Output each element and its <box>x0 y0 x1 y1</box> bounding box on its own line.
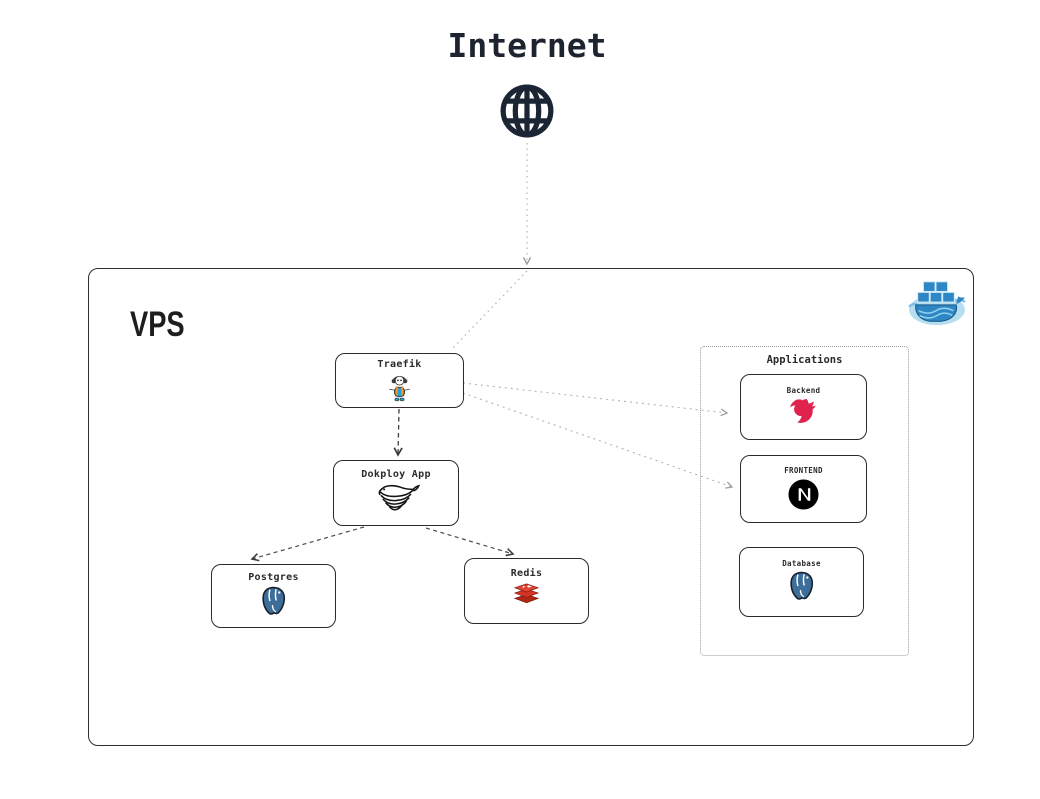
node-traefik-label: Traefik <box>377 359 422 370</box>
node-redis-label: Redis <box>510 568 543 579</box>
node-dokploy-label: Dokploy App <box>361 469 431 480</box>
traefik-mascot-icon <box>389 375 410 402</box>
node-database-label: Database <box>782 559 821 568</box>
postgresql-elephant-icon <box>262 586 286 615</box>
applications-group[interactable]: Applications Backend FRONTEND Database <box>700 346 909 656</box>
node-traefik[interactable]: Traefik <box>335 353 464 408</box>
docker-logo-icon <box>908 281 966 326</box>
nestjs-logo-icon <box>789 399 816 423</box>
redis-stack-icon <box>513 583 540 604</box>
node-postgres-label: Postgres <box>248 572 299 583</box>
dokploy-whale-icon <box>378 484 420 511</box>
node-postgres[interactable]: Postgres <box>211 564 336 628</box>
vps-container[interactable]: VPS Traefik <box>88 268 974 746</box>
internet-title: Internet <box>447 26 607 65</box>
node-frontend-label: FRONTEND <box>784 466 823 475</box>
applications-title: Applications <box>766 354 843 366</box>
node-frontend[interactable]: FRONTEND <box>740 455 867 523</box>
node-backend-label: Backend <box>786 386 821 395</box>
nextjs-logo-icon <box>788 479 819 510</box>
globe-icon <box>500 84 554 138</box>
node-redis[interactable]: Redis <box>464 558 589 624</box>
node-dokploy[interactable]: Dokploy App <box>333 460 459 526</box>
vps-label: VPS <box>130 305 185 344</box>
node-database[interactable]: Database <box>739 547 864 617</box>
node-backend[interactable]: Backend <box>740 374 867 440</box>
postgresql-elephant-icon <box>790 571 814 600</box>
